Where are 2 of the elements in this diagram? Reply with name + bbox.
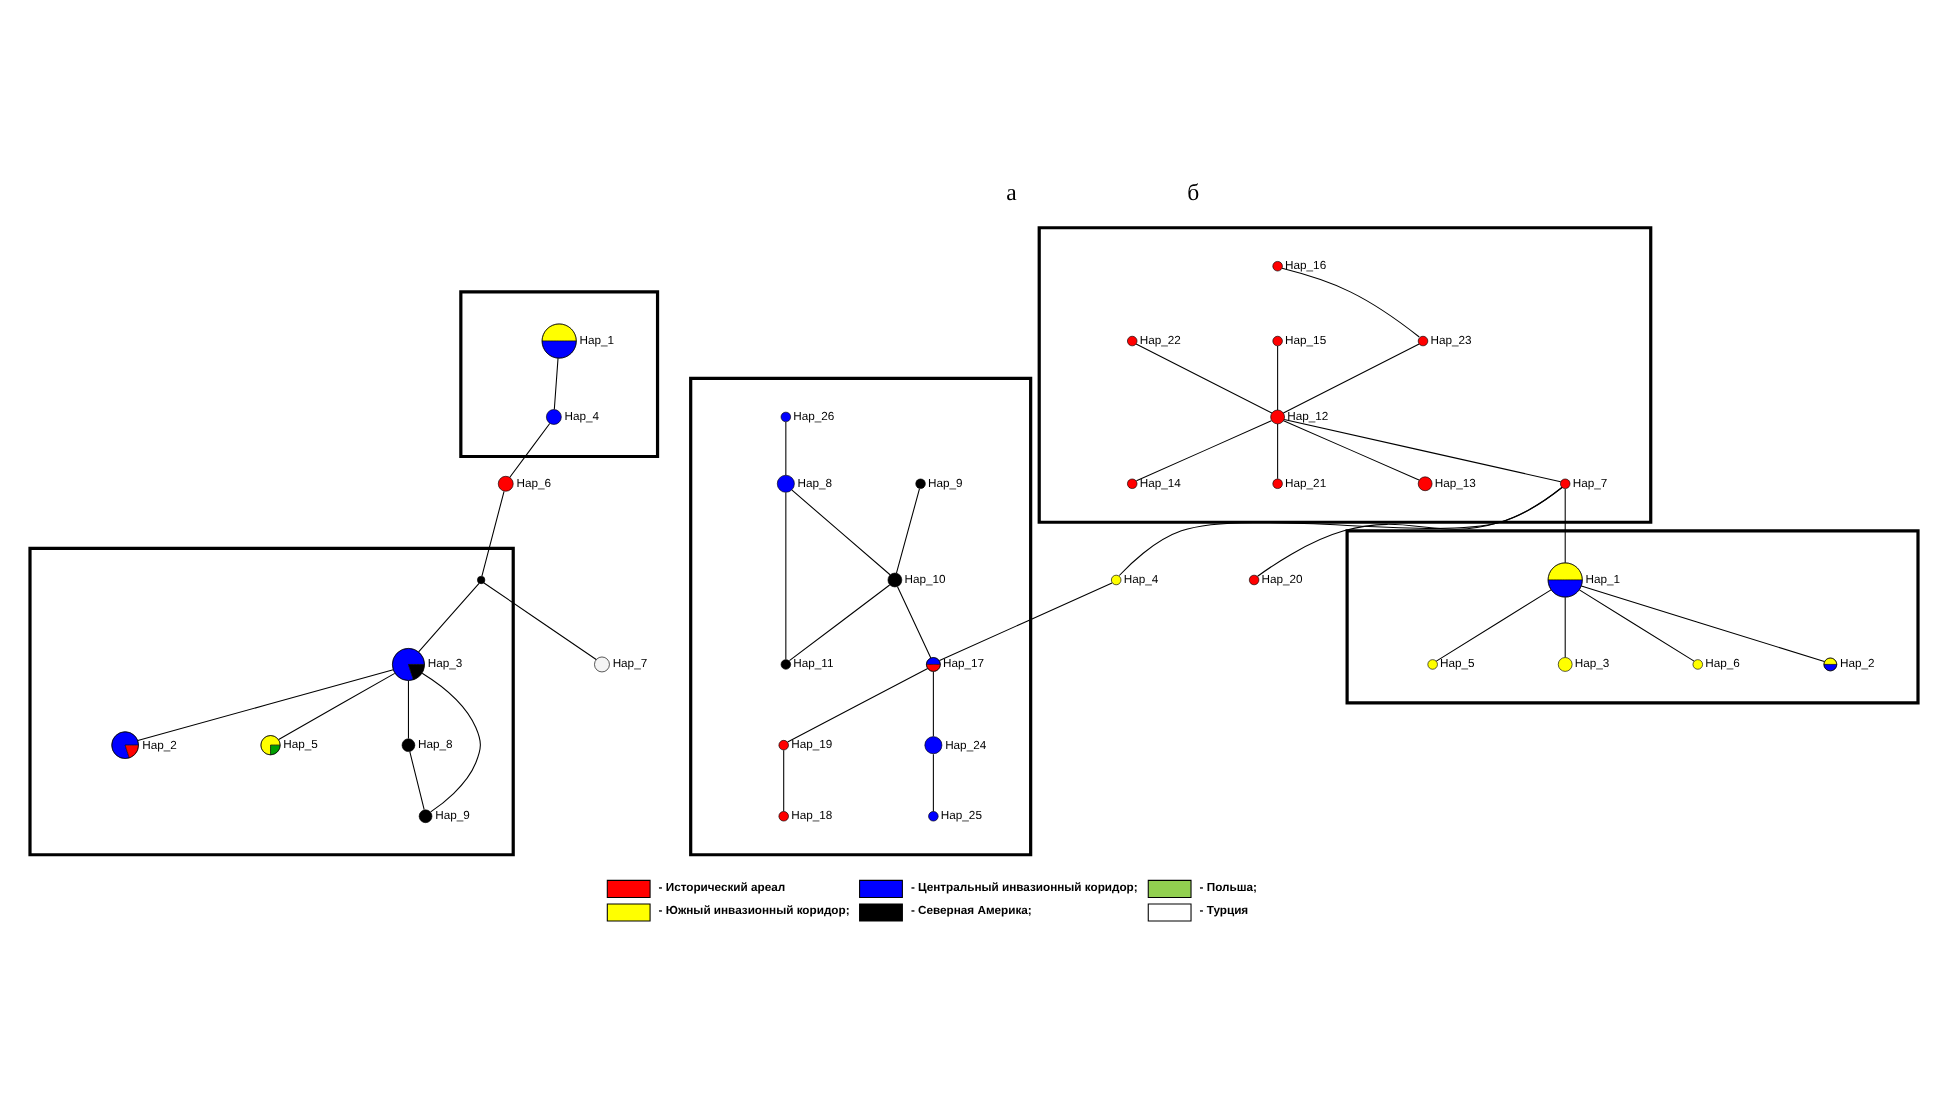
- label: а: [1006, 178, 1017, 205]
- label: б: [1187, 178, 1200, 205]
